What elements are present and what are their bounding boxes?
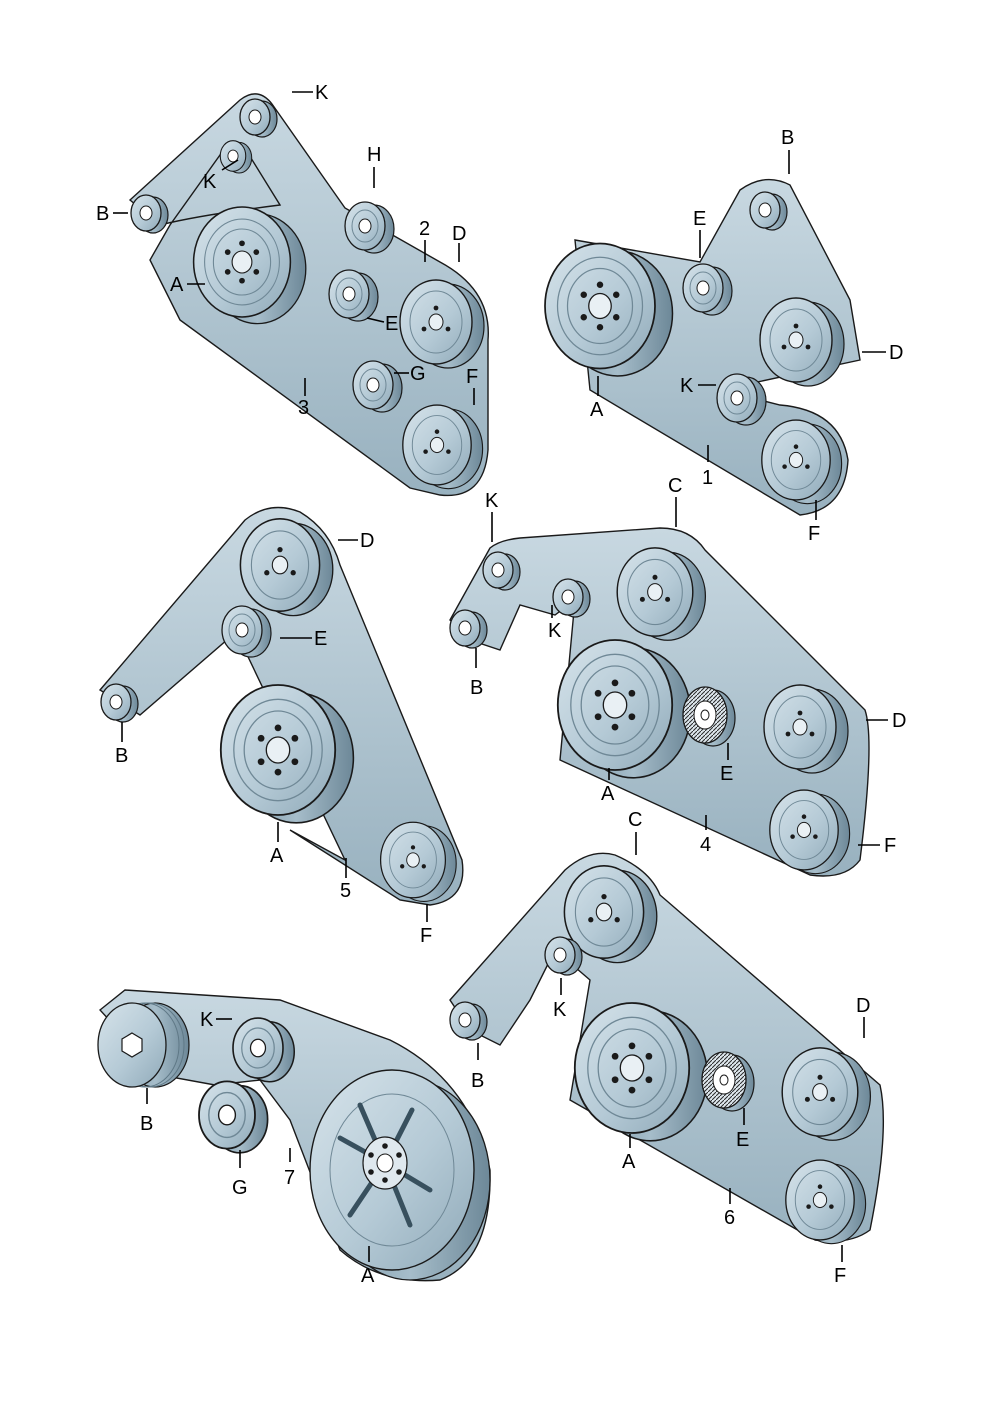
label-h: H [367,144,381,166]
label-f: F [834,1265,846,1287]
label-k: K [553,999,567,1021]
pulley-b-hex-nut [121,1032,143,1058]
assembly-belt-4: K C K B D A E 4 F [449,475,906,877]
label-belt-6: 6 [724,1207,735,1229]
assembly-belt-5: D E B A 5 F [98,506,464,947]
label-b: B [140,1113,153,1135]
label-k: K [485,490,499,512]
pulley-k2 [552,578,591,618]
label-c: C [628,809,642,831]
label-b: B [781,127,794,149]
label-k: K [680,375,694,397]
label-f: F [808,523,820,545]
label-g: G [410,363,426,385]
label-k-top: K [315,82,329,104]
label-belt-7: 7 [284,1167,295,1189]
label-a: A [270,845,284,867]
label-a: A [590,399,604,421]
label-e: E [314,628,327,650]
label-b: B [471,1070,484,1092]
label-e: E [736,1129,749,1151]
assembly-belt-3: K K B A H 2 D E G F 3 [96,82,489,497]
label-a: A [361,1265,375,1287]
pulley-e [221,605,272,658]
pulley-g [352,360,403,413]
pulley-e [701,1051,755,1112]
label-belt-5: 5 [340,880,351,902]
label-f: F [884,835,896,857]
pulley-b [130,194,169,234]
label-b: B [470,677,483,699]
pulley-d [781,1047,872,1142]
pulley-a-bolts [368,1143,402,1183]
pulley-e [328,269,379,322]
pulley-e [682,686,736,747]
label-f: F [420,925,432,947]
assembly-belt-7: K B G 7 A [97,989,491,1287]
label-e: E [720,763,733,785]
pulley-b [100,683,139,723]
label-belt-4: 4 [700,834,711,856]
label-a: A [622,1151,636,1173]
label-2: 2 [419,218,430,240]
pulley-a-groove [329,1093,455,1247]
pulley-e [682,263,733,316]
pulley-k-top [239,98,278,138]
label-a: A [170,274,184,296]
label-d: D [889,342,903,364]
label-b: B [96,203,109,225]
label-d: D [856,995,870,1017]
label-d: D [452,223,466,245]
pulley-a-bore [376,1153,394,1173]
label-k: K [200,1009,214,1031]
pulley-h [344,201,395,254]
pulley-k [716,373,767,426]
label-e: E [385,313,398,335]
label-g: G [232,1177,248,1199]
leader-e [366,317,385,323]
label-d: D [892,710,906,732]
label-e: E [693,208,706,230]
pulley-k [544,936,583,976]
label-k-mid: K [203,171,217,193]
label-a: A [601,783,615,805]
label-k2: K [548,620,562,642]
pulley-k [232,1017,296,1083]
assembly-belt-1: B E A D K F 1 [544,127,903,545]
assembly-belt-6: C K B D A E 6 F [449,809,885,1287]
label-b: B [115,745,128,767]
pulley-b [749,191,788,231]
label-f: F [466,366,478,388]
pulley-b [449,1001,488,1041]
label-belt-3: 3 [298,397,309,419]
pulley-k [482,551,521,591]
label-d: D [360,530,374,552]
leader-k-mid [221,159,239,171]
pulley-g [198,1080,269,1154]
pulley-b [449,609,488,649]
label-c: C [668,475,682,497]
label-belt-1: 1 [702,467,713,489]
